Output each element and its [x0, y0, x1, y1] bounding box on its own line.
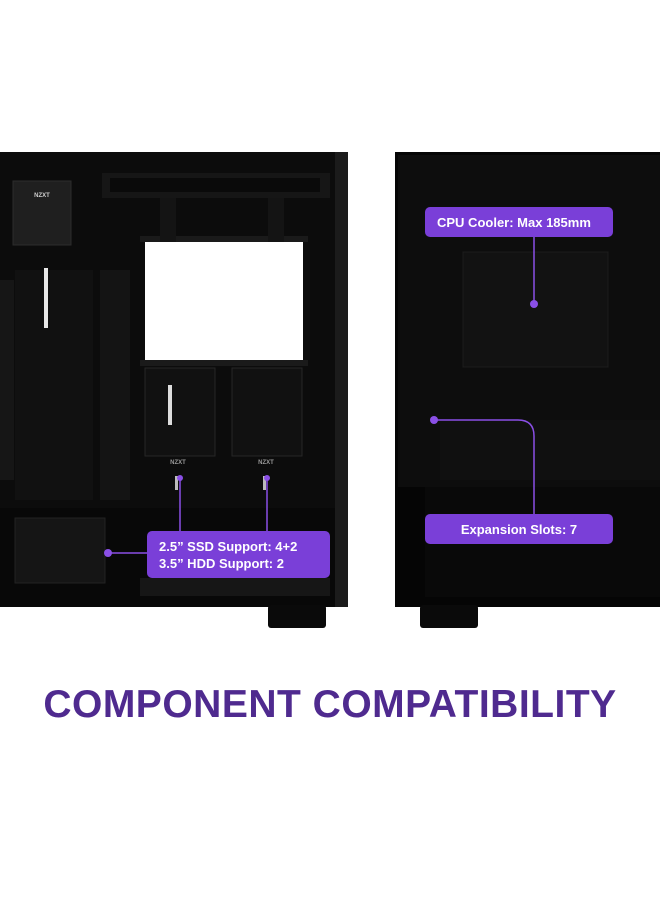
expansion-slots-callout: Expansion Slots: 7: [425, 514, 613, 544]
storage-callout: 2.5” SSD Support: 4+2 3.5” HDD Support: …: [147, 531, 330, 578]
svg-text:NZXT: NZXT: [258, 460, 274, 466]
cpu-cooler-callout: CPU Cooler: Max 185mm: [425, 207, 613, 237]
svg-text:NZXT: NZXT: [34, 193, 50, 199]
page-title: COMPONENT COMPATIBILITY: [43, 683, 617, 726]
ssd-support-label: 2.5” SSD Support: 4+2: [159, 538, 298, 554]
product-photo: NZXT NZXT NZXT: [0, 152, 660, 628]
case-illustration: NZXT NZXT NZXT: [0, 152, 660, 628]
hdd-support-label: 3.5” HDD Support: 2: [159, 555, 284, 571]
svg-text:NZXT: NZXT: [170, 460, 186, 466]
expansion-slots-label: Expansion Slots: 7: [460, 521, 578, 537]
cpu-cooler-label: CPU Cooler: Max 185mm: [437, 214, 591, 230]
